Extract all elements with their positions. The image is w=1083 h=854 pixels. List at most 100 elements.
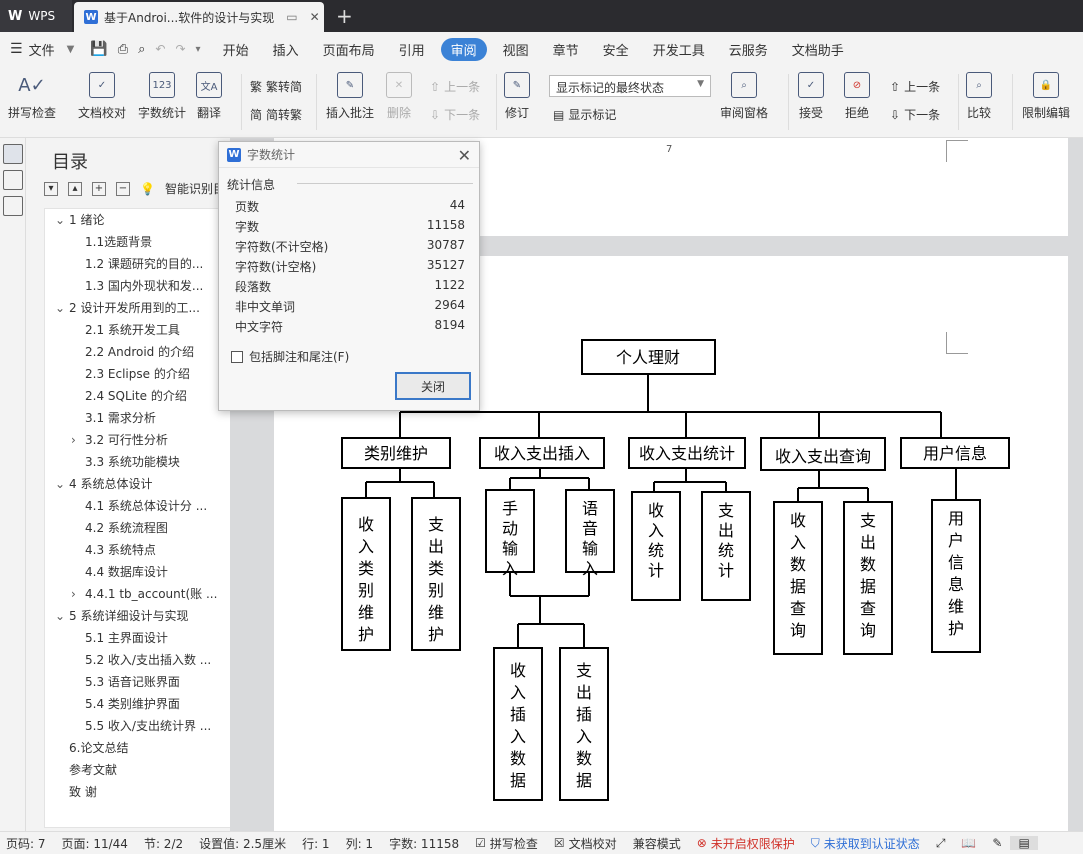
toc-item[interactable]: 5.3 语音记账界面 <box>45 671 241 693</box>
proofread-button[interactable]: ✓ 文档校对 <box>78 72 126 121</box>
expand-all-icon[interactable]: ▴ <box>68 181 82 196</box>
document-page[interactable]: 个人理财类别维护收入支出插入收入支出统计收入支出查询用户信息收入类别维护支出类别… <box>274 256 1068 831</box>
chevron-down-icon[interactable]: ⌄ <box>55 609 66 623</box>
menu-home[interactable]: 开始 <box>222 43 249 59</box>
toc-item[interactable]: 2.4 SQLite 的介绍 <box>45 385 241 407</box>
dialog-close-button[interactable]: 关闭 <box>395 372 471 400</box>
chevron-right-icon[interactable]: › <box>71 587 76 601</box>
toc-item[interactable]: 致 谢 <box>45 781 241 803</box>
toc-item[interactable]: 2.3 Eclipse 的介绍 <box>45 363 241 385</box>
track-changes-button[interactable]: ✎ 修订 <box>504 72 530 121</box>
toc-item[interactable]: ›4.4.1 tb_account(账 ... <box>45 583 241 605</box>
spell-check-button[interactable]: A✓ 拼写检查 <box>8 72 56 121</box>
trad-to-simp-button[interactable]: 繁繁转简 <box>250 78 302 95</box>
show-markup-button[interactable]: ▤显示标记 <box>553 106 616 123</box>
bookmark-panel-icon[interactable] <box>3 196 23 216</box>
add-heading-icon[interactable]: + <box>92 181 106 196</box>
smart-detect-label[interactable]: 智能识别目 <box>164 182 225 196</box>
fullscreen-icon[interactable]: ⤢ <box>935 835 946 850</box>
chevron-down-icon[interactable]: ⌄ <box>55 213 66 227</box>
reject-button[interactable]: ⊘ 拒绝 <box>844 72 870 121</box>
read-mode-icon[interactable]: 📖 <box>961 836 977 850</box>
new-tab-button[interactable]: + <box>336 4 353 28</box>
print-preview-icon[interactable]: ⌕ <box>138 41 146 57</box>
toc-item[interactable]: 4.4 数据库设计 <box>45 561 241 583</box>
markup-state-select[interactable]: 显示标记的最终状态 ▼ <box>549 75 711 97</box>
status-setting[interactable]: 设置值: 2.5厘米 <box>199 836 287 851</box>
menu-view[interactable]: 视图 <box>502 43 529 59</box>
toc-item[interactable]: 4.3 系统特点 <box>45 539 241 561</box>
status-spell-check[interactable]: ☑拼写检查 <box>467 835 546 852</box>
accept-button[interactable]: ✓ 接受 <box>798 72 824 121</box>
toc-item[interactable]: ⌄5 系统详细设计与实现 <box>45 605 241 627</box>
remove-heading-icon[interactable]: − <box>116 181 130 196</box>
toc-item[interactable]: 1.2 课题研究的目的... <box>45 253 241 275</box>
word-count-button[interactable]: 123 字数统计 <box>138 72 186 121</box>
document-tab[interactable]: W 基于Androi...软件的设计与实现 ▭ ✕ <box>74 2 324 32</box>
simp-to-trad-button[interactable]: 简简转繁 <box>250 106 302 123</box>
chevron-right-icon[interactable]: › <box>71 433 76 447</box>
status-permission[interactable]: ⊗未开启权限保护 <box>689 835 803 852</box>
checkbox-box[interactable] <box>231 350 243 363</box>
toc-item[interactable]: ›3.2 可行性分析 <box>45 429 241 451</box>
menu-doc-assistant[interactable]: 文档助手 <box>791 43 844 59</box>
toc-item[interactable]: 4.2 系统流程图 <box>45 517 241 539</box>
toc-item[interactable]: 5.1 主界面设计 <box>45 627 241 649</box>
close-icon[interactable]: ✕ <box>457 146 471 165</box>
toc-item[interactable]: ⌄1 绪论 <box>45 209 241 231</box>
next-comment-button[interactable]: ⇩下一条 <box>430 106 480 123</box>
toc-item[interactable]: 5.5 收入/支出统计界 ... <box>45 715 241 737</box>
toc-item[interactable]: 5.4 类别维护界面 <box>45 693 241 715</box>
menu-references[interactable]: 引用 <box>398 43 425 59</box>
write-mode-icon[interactable]: ✎ <box>992 836 1003 850</box>
compare-button[interactable]: ⌕ 比较 <box>966 72 992 121</box>
chevron-down-icon[interactable]: ⌄ <box>55 477 66 491</box>
toc-item[interactable]: 参考文献 <box>45 759 241 781</box>
print-icon[interactable]: ⎙ <box>117 41 129 57</box>
insert-comment-button[interactable]: ✎ 插入批注 <box>326 72 374 121</box>
status-words[interactable]: 字数: 11158 <box>389 836 460 851</box>
collapse-all-icon[interactable]: ▾ <box>44 181 58 196</box>
close-tab-icon[interactable]: ✕ <box>309 10 320 24</box>
hamburger-menu-icon[interactable]: ☰ <box>10 41 23 57</box>
window-mode-icon[interactable]: ▭ <box>286 10 298 24</box>
quick-access-dropdown-icon[interactable]: ▾ <box>195 43 201 55</box>
menu-review[interactable]: 审阅 <box>440 37 487 61</box>
toc-item[interactable]: 5.2 收入/支出插入数 ... <box>45 649 241 671</box>
toc-item[interactable]: 6.论文总结 <box>45 737 241 759</box>
menu-insert[interactable]: 插入 <box>272 43 299 59</box>
menu-developer[interactable]: 开发工具 <box>652 43 705 59</box>
delete-comment-button[interactable]: ✕ 删除 <box>386 72 412 121</box>
next-change-button[interactable]: ⇩下一条 <box>890 106 940 123</box>
status-auth[interactable]: ⛉未获取到认证状态 <box>803 835 928 852</box>
status-page-code[interactable]: 页码: 7 <box>6 836 46 851</box>
toc-item[interactable]: ⌄4 系统总体设计 <box>45 473 241 495</box>
translate-button[interactable]: 文A 翻译 <box>196 72 222 121</box>
chevron-down-icon[interactable]: ⌄ <box>55 301 66 315</box>
toc-item[interactable]: 4.1 系统总体设计分 ... <box>45 495 241 517</box>
toc-item[interactable]: 1.3 国内外现状和发... <box>45 275 241 297</box>
toc-item[interactable]: 2.1 系统开发工具 <box>45 319 241 341</box>
toc-item[interactable]: 3.3 系统功能模块 <box>45 451 241 473</box>
save-icon[interactable]: 💾 <box>90 41 108 57</box>
toc-panel-icon[interactable] <box>3 144 23 164</box>
status-proofread[interactable]: ☒文档校对 <box>546 835 625 852</box>
menu-page-layout[interactable]: 页面布局 <box>322 43 375 59</box>
restrict-editing-button[interactable]: 🔒 限制编辑 <box>1022 72 1070 121</box>
menu-chapter[interactable]: 章节 <box>552 43 579 59</box>
menu-file[interactable]: 文件 <box>28 43 55 59</box>
status-page[interactable]: 页面: 11/44 <box>61 836 128 851</box>
chevron-down-icon[interactable]: ▼ <box>66 43 75 55</box>
page-view-icon[interactable]: ▤ <box>1010 836 1038 850</box>
redo-icon[interactable]: ↷ <box>175 42 186 56</box>
pages-panel-icon[interactable] <box>3 170 23 190</box>
toc-item[interactable]: ⌄2 设计开发所用到的工... <box>45 297 241 319</box>
menu-cloud[interactable]: 云服务 <box>728 43 768 59</box>
menu-security[interactable]: 安全 <box>602 43 629 59</box>
wps-home-tab[interactable]: W WPS <box>0 0 72 32</box>
toc-item[interactable]: 2.2 Android 的介绍 <box>45 341 241 363</box>
include-footnotes-checkbox[interactable]: 包括脚注和尾注(F) <box>231 348 349 365</box>
undo-icon[interactable]: ↶ <box>155 42 166 56</box>
toc-item[interactable]: 3.1 需求分析 <box>45 407 241 429</box>
prev-comment-button[interactable]: ⇧上一条 <box>430 78 480 95</box>
